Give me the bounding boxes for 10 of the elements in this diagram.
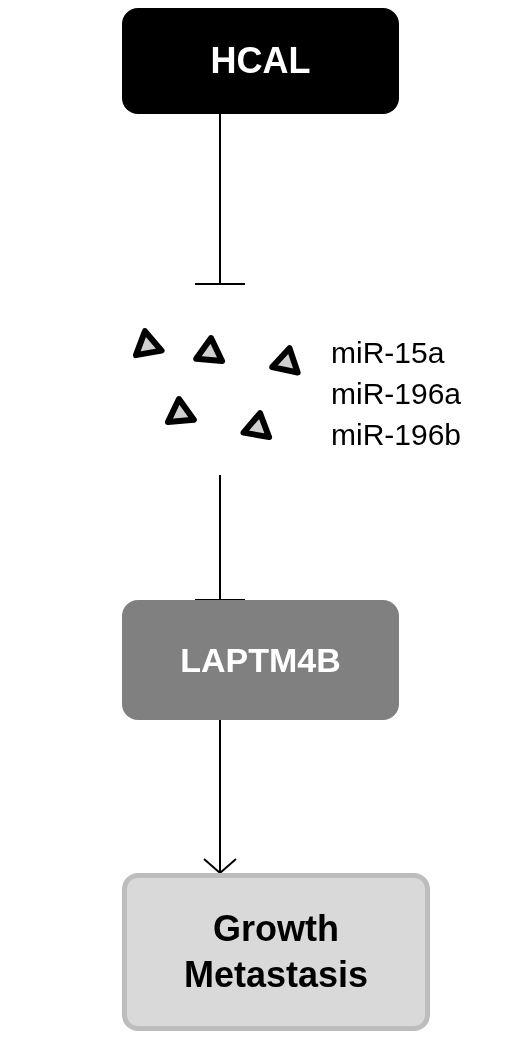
- arrow: [203, 719, 237, 874]
- node-label: HCAL: [210, 39, 311, 83]
- gene-box: [122, 600, 399, 720]
- inhibition-line: [194, 113, 246, 285]
- node-label: Growth Metastasis: [182, 907, 370, 997]
- microrna-label: miR-15a miR-196a miR-196b: [331, 335, 463, 453]
- outcome-box: [122, 873, 430, 1031]
- node-label: LAPTM4B: [180, 639, 341, 681]
- gene-box: [122, 8, 399, 114]
- inhibition-line: [194, 474, 246, 601]
